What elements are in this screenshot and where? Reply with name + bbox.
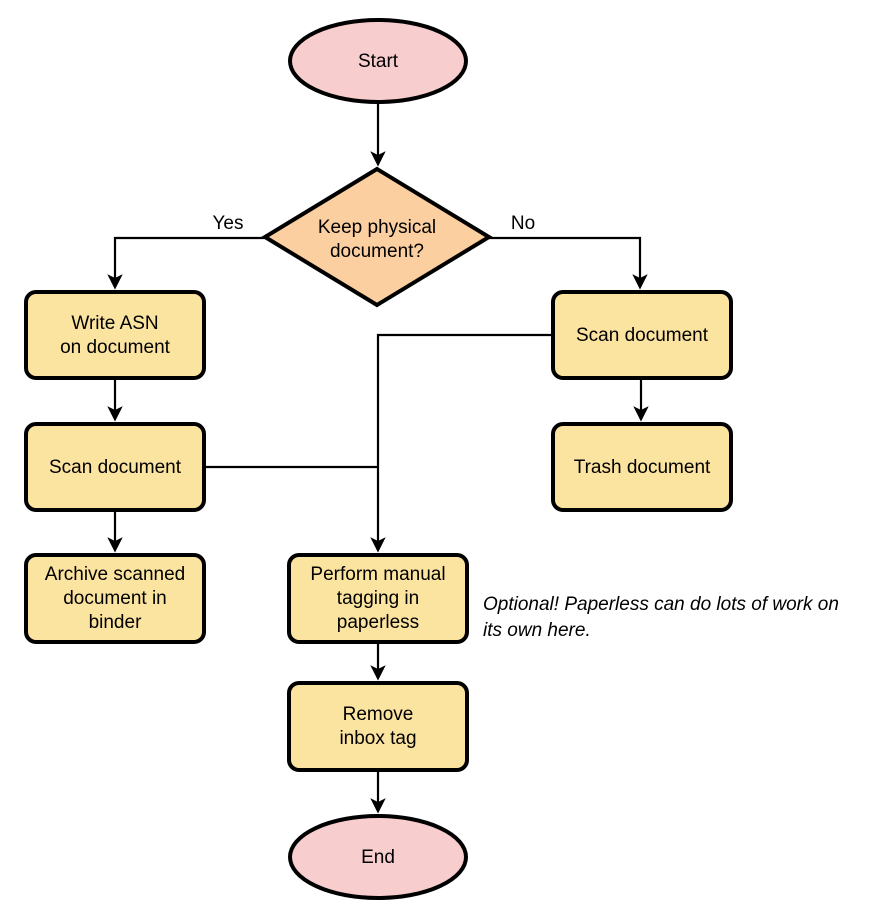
node-manual-tagging-label-line3: paperless	[337, 612, 419, 633]
node-remove-inbox-tag[interactable]: Remove inbox tag	[287, 681, 469, 772]
node-manual-tagging-label-line2: tagging in	[337, 588, 419, 609]
edge-label-yes: Yes	[213, 213, 244, 234]
annotation-optional-note-line2: its own here.	[483, 620, 591, 641]
node-manual-tagging-label-line1: Perform manual	[310, 564, 445, 585]
node-decision-label-line2: document?	[330, 241, 424, 262]
edge-label-no: No	[511, 213, 535, 234]
node-trash-document[interactable]: Trash document	[551, 422, 733, 512]
edge-scan-right-to-manual-tagging	[370, 333, 553, 553]
node-remove-inbox-label-line2: inbox tag	[339, 728, 416, 749]
node-write-asn[interactable]: Write ASN on document	[24, 290, 206, 380]
node-end[interactable]: End	[288, 814, 468, 900]
connector-layer	[107, 102, 649, 814]
node-perform-manual-tagging[interactable]: Perform manual tagging in paperless	[287, 553, 469, 644]
node-scan-document-right[interactable]: Scan document	[551, 290, 733, 380]
edge-label-layer: Yes No	[213, 213, 536, 234]
node-decision-keep-physical-document[interactable]: Keep physical document?	[261, 166, 493, 308]
node-write-asn-label-line1: Write ASN	[71, 313, 158, 334]
node-start-label: Start	[358, 51, 399, 72]
node-archive-label-line1: Archive scanned	[45, 564, 185, 585]
annotation-optional-note: Optional! Paperless can do lots of work …	[483, 594, 839, 641]
node-archive-label-line2: document in	[63, 588, 167, 609]
node-write-asn-label-line2: on document	[60, 337, 171, 358]
annotation-optional-note-line1: Optional! Paperless can do lots of work …	[483, 594, 839, 615]
node-trash-document-label: Trash document	[574, 457, 711, 478]
node-archive-label-line3: binder	[89, 612, 142, 633]
node-end-label: End	[361, 847, 395, 868]
node-scan-document-right-label: Scan document	[576, 325, 709, 346]
node-scan-document-left[interactable]: Scan document	[24, 422, 206, 512]
node-start[interactable]: Start	[288, 18, 468, 104]
edge-decision-no-to-scan-right	[489, 236, 648, 290]
node-decision-label-line1: Keep physical	[318, 217, 436, 238]
node-scan-document-left-label: Scan document	[49, 457, 182, 478]
edge-decision-yes-to-write-asn	[107, 236, 265, 290]
node-archive-scanned-document[interactable]: Archive scanned document in binder	[24, 553, 206, 644]
node-remove-inbox-label-line1: Remove	[343, 704, 414, 725]
